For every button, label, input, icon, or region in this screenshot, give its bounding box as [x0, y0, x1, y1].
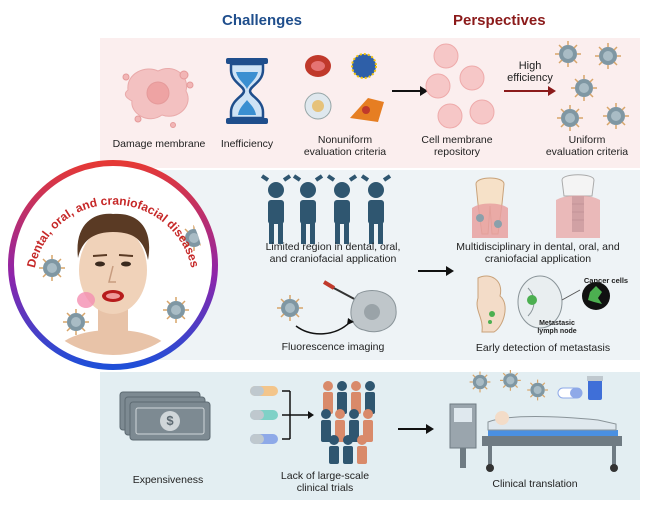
limited-region-label-2: and craniofacial application	[269, 253, 397, 265]
metastasic-label-1: Metastasic	[539, 320, 575, 327]
repository-label-1: Cell membrane	[421, 134, 493, 146]
expensiveness-label: Expensiveness	[132, 474, 204, 486]
nonuniform-label-2: evaluation criteria	[303, 146, 387, 158]
damaged-membrane-illustration	[122, 68, 194, 128]
multidisciplinary-label-1: Multidisciplinary in dental, oral, and	[456, 241, 620, 253]
nonuniform-label-1: Nonuniform	[317, 134, 373, 146]
disease-circle: Dental, oral, and craniofacial diseases	[8, 160, 218, 370]
perspectives-header: Perspectives	[453, 12, 546, 29]
lack-trials-label-2: clinical trials	[296, 482, 354, 494]
teeth-implant-illustration	[472, 174, 600, 238]
arrow-row2	[418, 266, 454, 276]
arrow-row3	[398, 424, 434, 434]
uniform-label-2: evaluation criteria	[545, 146, 629, 158]
high-efficiency-label-1: High	[518, 60, 542, 72]
clinical-scene-illustration	[449, 369, 622, 472]
cancer-cells-label: Cancer cells	[583, 276, 629, 285]
high-efficiency-arrow	[504, 86, 556, 96]
dollar-sign: $	[166, 413, 174, 428]
uniform-nanoparticles-illustration	[554, 40, 630, 132]
lack-trials-label-1: Lack of large-scale	[280, 470, 370, 482]
fluorescence-label: Fluorescence imaging	[281, 341, 385, 353]
repository-label-2: repository	[433, 146, 481, 158]
limited-region-label-1: Limited region in dental, oral,	[265, 241, 401, 253]
hourglass-icon	[226, 58, 268, 124]
metastasic-label-2: lymph node	[537, 328, 577, 335]
arrow-row1	[392, 86, 428, 96]
clinical-translation-label: Clinical translation	[492, 478, 578, 490]
worried-people-icons	[260, 174, 392, 244]
capsules-bracket-illustration	[250, 386, 314, 444]
uniform-label-1: Uniform	[568, 134, 606, 146]
high-efficiency-label-2: efficiency	[507, 72, 553, 84]
cell-membrane-repository-illustration	[425, 43, 495, 129]
nonuniform-cells-illustration	[304, 53, 384, 122]
crowd-illustration	[321, 381, 375, 464]
money-stack-illustration	[119, 391, 211, 441]
metastasis-detection-illustration	[476, 275, 610, 333]
damage-membrane-label: Damage membrane	[112, 138, 206, 150]
multidisciplinary-label-2: craniofacial application	[484, 253, 592, 265]
early-detection-label: Early detection of metastasis	[475, 342, 611, 354]
inefficiency-label: Inefficiency	[220, 138, 274, 150]
challenges-header: Challenges	[222, 12, 303, 29]
fluorescence-imaging-illustration	[276, 280, 397, 335]
